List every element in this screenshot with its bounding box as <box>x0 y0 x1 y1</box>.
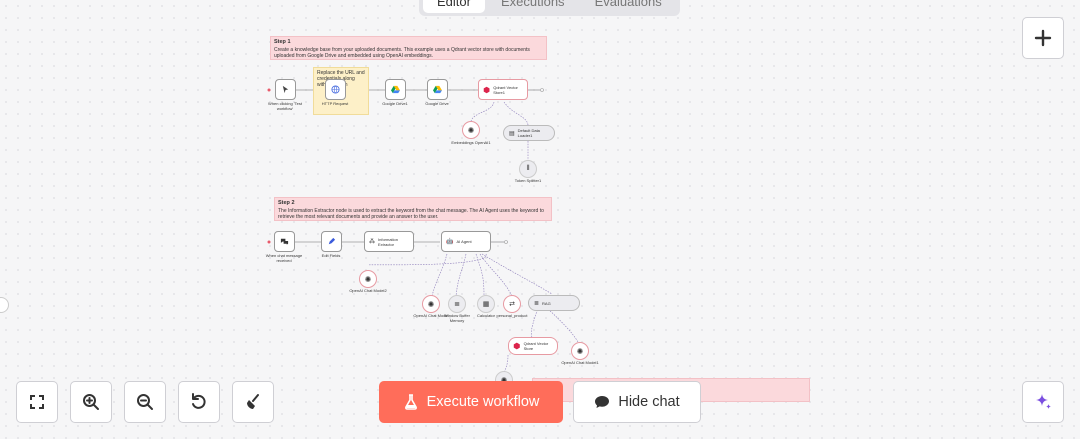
qdrant-icon <box>513 342 520 350</box>
caption-calculator: Calculator <box>476 313 495 318</box>
workflow-canvas[interactable]: Step 1 Create a knowledge base from your… <box>262 32 822 404</box>
openai-icon: ✺ <box>364 274 372 284</box>
fullscreen-icon <box>30 395 44 409</box>
execute-workflow-label: Execute workflow <box>426 394 540 410</box>
node-google-drive[interactable] <box>427 79 448 100</box>
caption-openai-chat-model: OpenAI Chat Model <box>413 313 449 318</box>
plus-icon <box>1034 29 1052 47</box>
zoom-out-button[interactable] <box>124 381 166 423</box>
execute-workflow-button[interactable]: Execute workflow <box>379 381 563 423</box>
node-manual-trigger[interactable] <box>275 79 296 100</box>
view-tabs: Editor Executions Evaluations <box>419 0 680 16</box>
node-edit-fields[interactable] <box>321 231 342 252</box>
chat-icon <box>595 396 610 408</box>
sidebar-toggle[interactable] <box>0 297 9 313</box>
node-openai-chat-model1[interactable]: ✺ <box>571 342 589 360</box>
hide-chat-label: Hide chat <box>618 394 680 410</box>
pen-icon <box>328 237 336 245</box>
node-token-splitter1[interactable]: ⦀ <box>519 160 537 178</box>
step2-sticky-note[interactable]: Step 2 The Information Extractor node is… <box>274 197 552 221</box>
document-icon: ▤ <box>509 130 515 137</box>
openai-icon: ✺ <box>467 125 475 135</box>
step1-title: Step 1 <box>274 39 291 45</box>
caption-manual-trigger: When clicking 'Test workflow' <box>268 101 302 111</box>
robot-icon: 🤖 <box>446 239 454 245</box>
openai-icon: ✺ <box>576 346 584 356</box>
zoom-in-button[interactable] <box>70 381 112 423</box>
hide-chat-button[interactable]: Hide chat <box>573 381 701 423</box>
google-drive-icon <box>433 85 442 94</box>
qdrant-icon <box>483 86 490 93</box>
openai-icon: ✺ <box>427 299 435 309</box>
caption-edit-fields: Edit Fields <box>321 253 341 258</box>
extractor-icon: ⁂ <box>369 239 375 245</box>
step1-sticky-note[interactable]: Step 1 Create a knowledge base from your… <box>270 36 547 60</box>
openai-icon: ✺ <box>500 375 508 385</box>
step1-text: Create a knowledge base from your upload… <box>274 47 530 59</box>
label-qdrant-vector-store1: Qdrant Vector Store1 <box>493 84 518 95</box>
splitter-icon: ⦀ <box>526 165 530 172</box>
node-information-extractor[interactable]: ⁂ Information Extractor <box>364 231 414 252</box>
caption-embeddings-openai1: Embeddings OpenAI1 <box>451 140 491 145</box>
caption-google-drive: Google Drive <box>425 101 449 106</box>
tab-executions[interactable]: Executions <box>500 0 565 9</box>
caption-token-splitter1: Token Splitter1 <box>514 178 542 183</box>
node-window-buffer-memory[interactable]: ≣ <box>448 295 466 313</box>
node-qdrant-vector-store1[interactable]: Qdrant Vector Store1 <box>478 79 528 100</box>
label-ai-agent: AI Agent <box>456 239 472 244</box>
database-icon: ≣ <box>534 300 540 307</box>
cursor-icon <box>282 85 289 94</box>
caption-openai-chat-model1: OpenAI Chat Model1 <box>561 360 599 365</box>
label-default-data-loader1: Default Data Loader1 <box>517 128 540 138</box>
node-http-request[interactable] <box>325 79 346 100</box>
ask-ai-button[interactable] <box>1022 381 1064 423</box>
label-qdrant-vector-store: Qdrant Vector Store <box>523 341 549 351</box>
zoom-in-icon <box>83 394 99 410</box>
google-drive-icon <box>391 85 400 94</box>
caption-window-buffer-memory: Window Buffer Memory <box>444 313 470 323</box>
node-openai-chat-model[interactable]: ✺ <box>422 295 440 313</box>
calculator-icon: ▦ <box>482 301 490 308</box>
sparkle-icon <box>1036 394 1051 409</box>
tab-editor[interactable]: Editor <box>423 0 485 13</box>
chat-bubbles-icon <box>280 238 289 245</box>
node-rag[interactable]: ≣ RAG <box>528 295 580 311</box>
caption-http-request: HTTP Request <box>321 101 349 106</box>
caption-chat-trigger: When chat message received <box>265 253 303 263</box>
node-chat-trigger[interactable] <box>274 231 295 252</box>
caption-openai-chat-model2: OpenAI Chat Model2 <box>349 288 387 293</box>
node-embeddings-openai1[interactable]: ✺ <box>462 121 480 139</box>
fit-view-button[interactable] <box>16 381 58 423</box>
tab-evaluations[interactable]: Evaluations <box>594 0 662 9</box>
node-openai-chat-model2[interactable]: ✺ <box>359 270 377 288</box>
caption-personal-product: personal_product <box>496 313 528 318</box>
flask-icon <box>404 394 417 410</box>
node-default-data-loader1[interactable]: ▤ Default Data Loader1 <box>503 125 555 141</box>
reset-zoom-button[interactable] <box>178 381 220 423</box>
add-node-button[interactable] <box>1022 17 1064 59</box>
caption-google-drive1: Google Drive1 <box>382 101 408 106</box>
globe-icon <box>331 85 340 94</box>
step2-text: The Information Extractor node is used t… <box>278 208 544 220</box>
node-ai-agent[interactable]: 🤖 AI Agent <box>441 231 491 252</box>
node-personal-product[interactable]: ⇄ <box>503 295 521 313</box>
broom-icon <box>247 394 259 409</box>
zoom-out-icon <box>137 394 153 410</box>
node-google-drive1[interactable] <box>385 79 406 100</box>
tidy-up-button[interactable] <box>232 381 274 423</box>
node-calculator[interactable]: ▦ <box>477 295 495 313</box>
database-icon: ≣ <box>454 301 460 308</box>
undo-icon <box>192 393 206 409</box>
node-qdrant-vector-store[interactable]: Qdrant Vector Store <box>508 337 558 355</box>
step2-title: Step 2 <box>278 200 295 206</box>
workflow-tool-icon: ⇄ <box>509 301 515 308</box>
label-rag: RAG <box>542 300 551 306</box>
label-information-extractor: Information Extractor <box>378 236 399 247</box>
